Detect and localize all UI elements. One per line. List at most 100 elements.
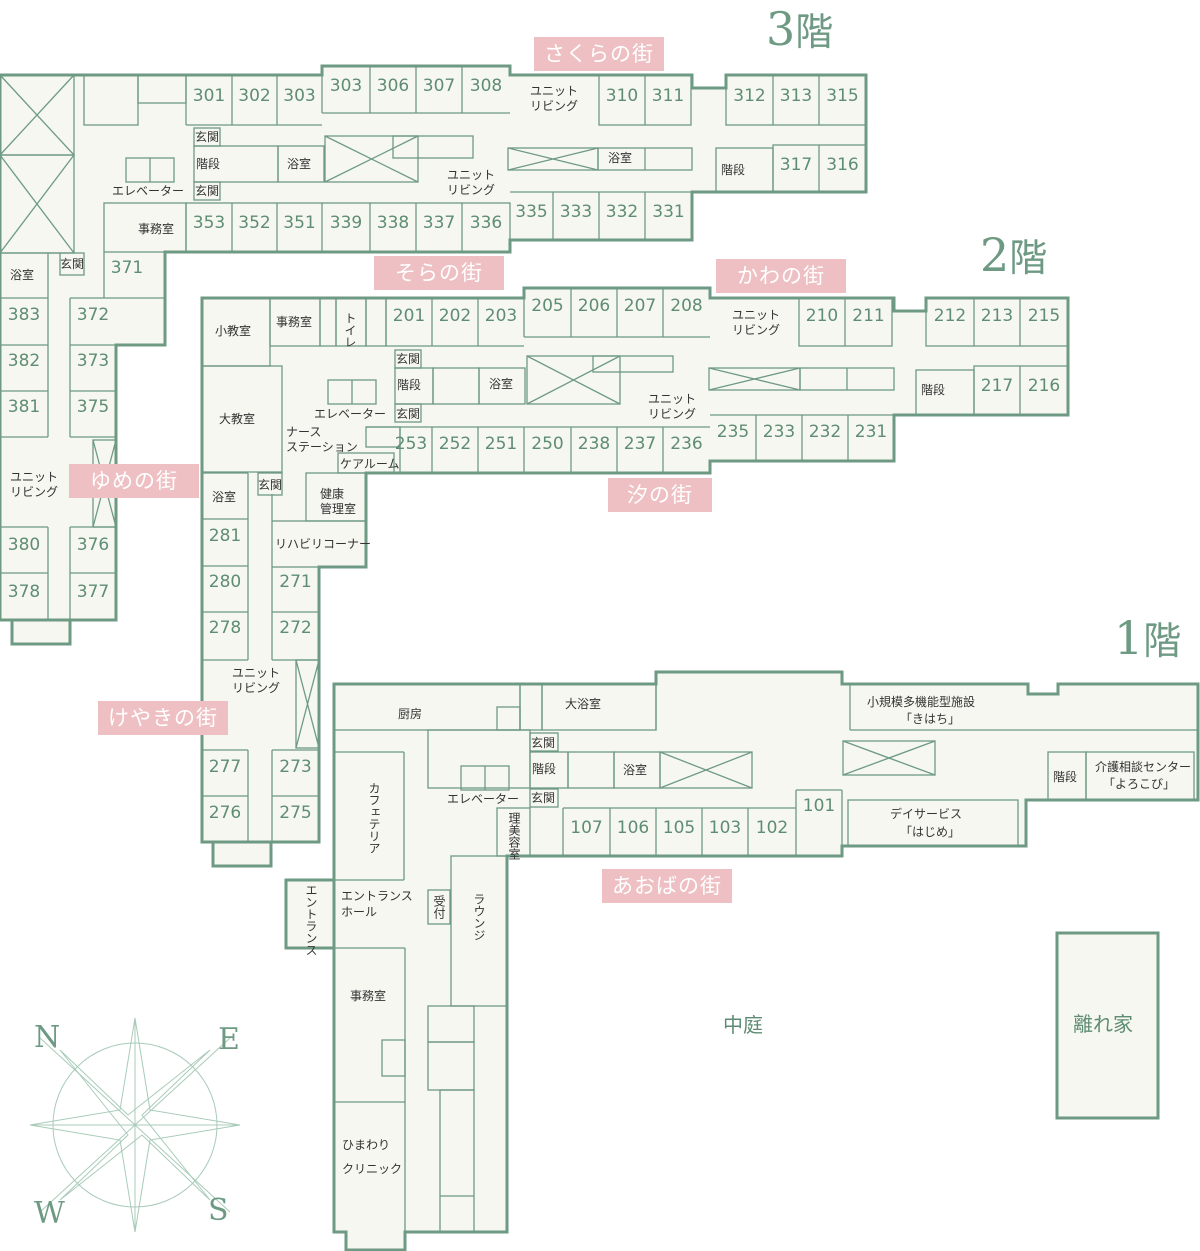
f2-genkan-3: 玄関 <box>258 478 283 492</box>
f1-cafeteria: カフェテリア <box>367 782 381 854</box>
room-237: 237 <box>623 434 657 454</box>
f1-day-1: デイサービス <box>890 807 963 821</box>
room-101: 101 <box>802 796 836 816</box>
floor-3-title: 3階 <box>766 6 833 52</box>
room-383: 383 <box>7 305 41 325</box>
room-212: 212 <box>933 306 967 326</box>
room-106: 106 <box>616 818 650 838</box>
room-206: 206 <box>577 296 611 316</box>
room-253: 253 <box>394 434 428 454</box>
f3-kaidan-2: 階段 <box>721 163 746 177</box>
f1-jimushitsu: 事務室 <box>350 989 387 1003</box>
courtyard-label: 中庭 <box>723 1013 763 1037</box>
f1-shoukibo-1: 小規模多機能型施設 <box>867 695 976 709</box>
f1-day-2: 「はじめ」 <box>900 825 961 839</box>
room-302: 302 <box>238 86 271 106</box>
room-238: 238 <box>577 434 611 454</box>
f1-entrance-hall-1: エントランス <box>341 889 413 903</box>
room-337: 337 <box>422 213 456 233</box>
compass-s: S <box>208 1193 229 1228</box>
f1-kitchen: 厨房 <box>398 707 423 721</box>
floor-3-kanji: 階 <box>795 10 834 54</box>
f1-kaigo-2: 「よろこび」 <box>1103 777 1176 791</box>
f3-jimushitsu: 事務室 <box>138 222 175 236</box>
f3-kaidan: 階段 <box>196 157 221 171</box>
room-310: 310 <box>605 86 639 106</box>
f2-kaidan-2: 階段 <box>921 383 946 397</box>
room-213: 213 <box>980 306 1014 326</box>
room-312: 312 <box>733 86 766 106</box>
f3-genkan-3: 玄関 <box>60 257 85 271</box>
f1-kaidan-2: 階段 <box>1053 770 1078 784</box>
room-351: 351 <box>283 213 316 233</box>
f2-kaidan: 階段 <box>397 378 422 392</box>
f1-elevator: エレベーター <box>447 792 520 806</box>
zone-kawa: かわの街 <box>716 259 846 293</box>
room-233: 233 <box>762 422 796 442</box>
f1-genkan-2: 玄関 <box>531 791 556 805</box>
room-371: 371 <box>110 258 144 278</box>
room-373: 373 <box>76 351 110 371</box>
f1-clinic-2: クリニック <box>342 1162 403 1176</box>
room-280: 280 <box>208 572 242 592</box>
room-353: 353 <box>192 213 226 233</box>
f2-yokushitsu-2: 浴室 <box>212 490 237 504</box>
f3-genkan-2: 玄関 <box>195 184 220 198</box>
f2-health-1: 健康 <box>320 487 345 501</box>
room-307: 307 <box>422 76 456 96</box>
zone-shio: 汐の街 <box>608 478 712 512</box>
floor-1-number: 1 <box>1114 611 1144 665</box>
room-202: 202 <box>438 306 472 326</box>
room-271: 271 <box>279 572 312 592</box>
zone-keyaki: けやきの街 <box>98 701 228 735</box>
f3-yokushitsu-2: 浴室 <box>608 151 633 165</box>
f1-lounge: ラウンジ <box>472 893 486 941</box>
f2-rehab: リハビリコーナー <box>275 537 372 551</box>
room-276: 276 <box>208 803 242 823</box>
room-281: 281 <box>208 526 242 546</box>
f2-nurse-2: ステーション <box>286 440 358 454</box>
room-332: 332 <box>605 202 639 222</box>
room-382: 382 <box>7 351 41 371</box>
f2-unit-3-a: ユニット <box>232 666 281 680</box>
room-277: 277 <box>208 757 242 777</box>
f1-genkan-1: 玄関 <box>531 736 556 750</box>
f2-elevator: エレベーター <box>314 407 387 421</box>
compass-e: E <box>218 1022 240 1057</box>
floor-2-kanji: 階 <box>1009 236 1048 280</box>
f3-yokushitsu: 浴室 <box>287 157 312 171</box>
zone-aoba: あおばの街 <box>602 869 732 903</box>
zone-sora: そらの街 <box>374 256 504 290</box>
room-232: 232 <box>808 422 842 442</box>
room-303a: 303 <box>283 86 316 106</box>
f1-reception: 受付 <box>432 895 446 919</box>
room-102: 102 <box>755 818 789 838</box>
room-336: 336 <box>469 213 503 233</box>
room-275: 275 <box>279 803 312 823</box>
f3-unit-3-a: ユニット <box>10 470 59 484</box>
room-381: 381 <box>7 397 41 417</box>
room-211: 211 <box>852 306 885 326</box>
room-308: 308 <box>469 76 503 96</box>
f3-elevator: エレベーター <box>112 184 185 198</box>
room-313: 313 <box>779 86 813 106</box>
f2-large-classroom: 大教室 <box>219 412 256 426</box>
room-339: 339 <box>329 213 363 233</box>
f3-unit-2-b: リビング <box>447 183 496 197</box>
room-201: 201 <box>392 306 426 326</box>
room-252: 252 <box>438 434 472 454</box>
room-306: 306 <box>376 76 410 96</box>
room-316: 316 <box>826 155 859 175</box>
f2-jimushitsu: 事務室 <box>276 315 313 329</box>
f1-yokushitsu: 浴室 <box>623 763 648 777</box>
room-335: 335 <box>515 202 548 222</box>
f2-unit-1-a: ユニット <box>732 308 781 322</box>
room-231: 231 <box>854 422 888 442</box>
f3-unit-1-a: ユニット <box>530 84 579 98</box>
room-375: 375 <box>76 397 110 417</box>
room-278: 278 <box>208 618 242 638</box>
room-372: 372 <box>76 305 110 325</box>
room-216: 216 <box>1027 376 1061 396</box>
floor-3-number: 3 <box>766 2 796 56</box>
room-376: 376 <box>76 535 110 555</box>
